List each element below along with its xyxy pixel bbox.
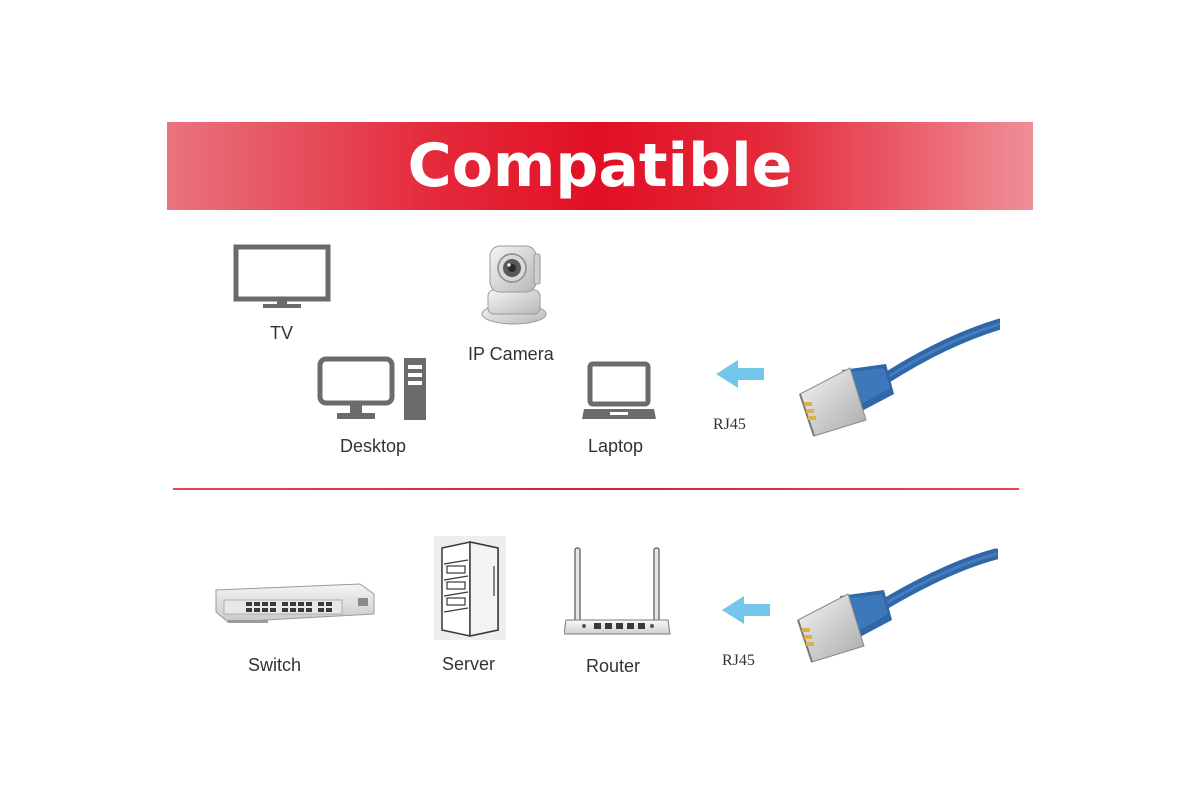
compatible-banner: Compatible — [167, 122, 1033, 210]
switch-label: Switch — [248, 655, 302, 675]
tv-label: TV — [270, 323, 294, 343]
desktop-icon — [317, 356, 429, 422]
switch-icon — [212, 582, 378, 628]
banner-title: Compatible — [407, 131, 793, 201]
laptop-icon — [580, 361, 658, 423]
arrow-left-icon — [716, 360, 766, 388]
router-label: Router — [586, 656, 641, 676]
ip-camera-icon — [478, 240, 550, 326]
rj45-label-bottom: RJ45 — [722, 652, 755, 669]
server-icon — [434, 536, 506, 640]
server-label: Server — [442, 654, 496, 674]
desktop-label: Desktop — [340, 436, 407, 456]
arrow-left-icon-bottom — [722, 596, 772, 624]
ip-camera-label: IP Camera — [468, 344, 554, 364]
rj45-label-top: RJ45 — [713, 416, 746, 433]
router-icon — [564, 546, 672, 638]
section-divider — [173, 488, 1019, 490]
laptop-label: Laptop — [588, 436, 644, 456]
tv-icon — [233, 244, 331, 310]
rj45-cable-icon — [790, 316, 1000, 440]
rj45-cable-icon-bottom — [788, 546, 998, 670]
